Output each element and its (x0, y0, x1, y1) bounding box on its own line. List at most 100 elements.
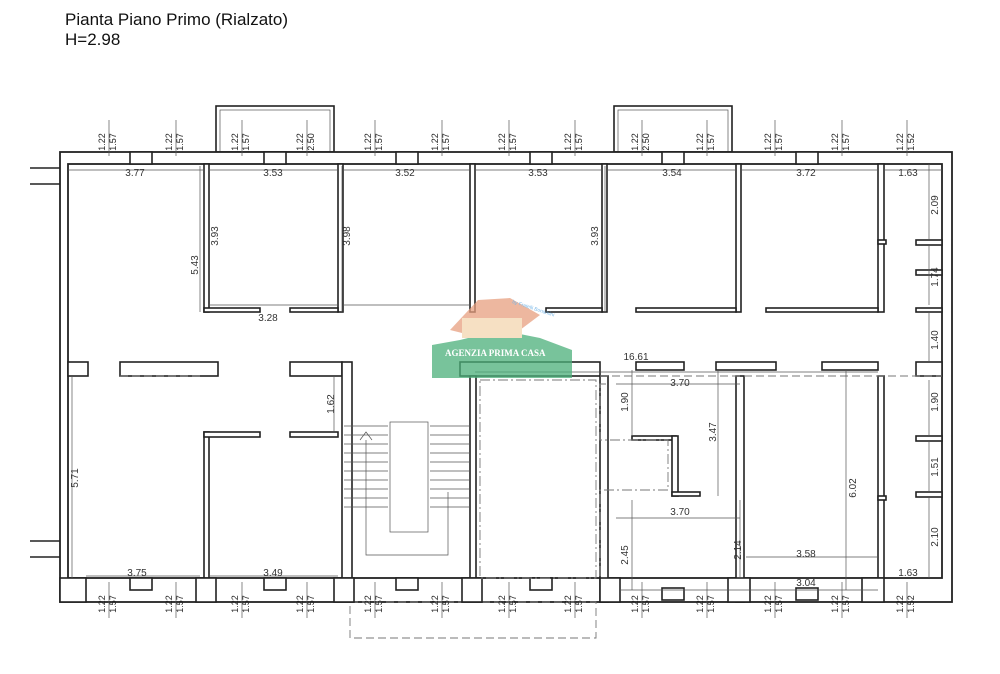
window-dimension-label: 2.50 (641, 133, 651, 151)
dimension-label: 1.40 (930, 330, 941, 350)
window-dimension-label: 1.22 (295, 595, 305, 613)
plan-name: Pianta Piano Primo (Rialzato) (65, 10, 288, 29)
window-dimension-label: 1.57 (241, 133, 251, 151)
wall-segment (661, 151, 685, 165)
dimension-label: 3.47 (708, 422, 719, 442)
dimension-label: 3.28 (258, 313, 278, 324)
window-dimension-label: 1.22 (230, 133, 240, 151)
wall-segment (915, 435, 943, 442)
dimension-label: 3.93 (590, 226, 601, 246)
wall-segment (671, 491, 701, 497)
wall-segment (635, 307, 737, 313)
window-dimension-label: 1.57 (574, 133, 584, 151)
dimension-label: 3.77 (125, 168, 145, 179)
dimension-label: 1.63 (898, 568, 918, 579)
wall-segment (469, 163, 476, 313)
window-dimension-label: 1.57 (441, 133, 451, 151)
wall-segment (661, 587, 685, 601)
window-dimension-label: 1.22 (97, 133, 107, 151)
wall-segment (203, 431, 210, 579)
dimension-label: 3.70 (670, 378, 690, 389)
balcony-left (215, 105, 335, 153)
window-dimension-label: 1.57 (175, 133, 185, 151)
dimension-label: 3.75 (127, 568, 147, 579)
window-dimension-label: 1.57 (374, 133, 384, 151)
wall-segment (877, 375, 885, 579)
dimension-label: 3.04 (796, 578, 816, 589)
wall-segment (877, 239, 887, 245)
window-dimension-label: 1.52 (906, 133, 916, 151)
dimension-lines (68, 164, 942, 591)
window-dimension-label: 1.57 (175, 595, 185, 613)
window-dimension-label: 1.57 (774, 595, 784, 613)
window-dimension-label: 1.22 (830, 133, 840, 151)
dimension-label: 2.10 (930, 527, 941, 547)
balcony-right (613, 105, 733, 153)
dimension-label: 5.71 (70, 468, 81, 488)
wall-segment (469, 375, 477, 579)
window-dimension-label: 1.22 (763, 133, 773, 151)
wall-segment (333, 577, 355, 603)
dimension-label: 3.52 (395, 168, 415, 179)
wall-segment (735, 163, 742, 313)
wall-segment (203, 307, 261, 313)
wall-segment (289, 307, 339, 313)
window-dimension-label: 1.57 (306, 595, 316, 613)
window-dimension-label: 1.57 (574, 595, 584, 613)
window-dimension-label: 1.22 (763, 595, 773, 613)
window-dimension-label: 1.22 (363, 595, 373, 613)
logo-brand: AGENZIA PRIMA CASA (445, 348, 546, 358)
window-dimension-label: 1.22 (295, 133, 305, 151)
window-dimension-label: 1.22 (830, 595, 840, 613)
dimension-label: 3.49 (263, 568, 283, 579)
dimension-label: 2.09 (930, 195, 941, 215)
wall-segment (341, 361, 353, 579)
entrance-outline (349, 601, 597, 639)
window-dimension-label: 1.22 (630, 595, 640, 613)
wall-segment (263, 577, 287, 591)
dimension-label: 3.93 (210, 226, 221, 246)
window-dimension-label: 1.57 (706, 133, 716, 151)
wall-segment (289, 361, 343, 377)
window-dimension-label: 1.22 (164, 595, 174, 613)
wall-segment (795, 151, 819, 165)
window-dimension-label: 1.22 (563, 133, 573, 151)
wall-segment (263, 151, 287, 165)
wall-segment (203, 431, 261, 438)
wall-segment (877, 495, 887, 501)
wall-segment (529, 151, 553, 165)
wall-segment (877, 163, 885, 313)
wall-segment (915, 491, 943, 498)
window-dimension-label: 1.57 (374, 595, 384, 613)
wall-segment (821, 361, 879, 371)
window-dimension-label: 1.22 (895, 133, 905, 151)
dimension-label: 1.90 (620, 392, 631, 412)
wall-segment (795, 587, 819, 601)
wall-segment (601, 163, 608, 313)
window-dimension-label: 1.57 (706, 595, 716, 613)
dimension-label: 3.72 (796, 168, 816, 179)
window-dimension-label: 1.52 (906, 595, 916, 613)
window-dimension-label: 2.50 (306, 133, 316, 151)
stair-well (389, 421, 429, 533)
wall-segment (59, 577, 87, 603)
window-dimension-label: 1.57 (441, 595, 451, 613)
window-dimension-label: 1.57 (108, 595, 118, 613)
window-dimension-label: 1.22 (895, 595, 905, 613)
window-dimension-label: 1.57 (108, 133, 118, 151)
wall-segment (529, 577, 553, 591)
dimension-label: 1.63 (898, 168, 918, 179)
wall-segment (337, 163, 344, 313)
dimension-label: 1.90 (930, 392, 941, 412)
wall-segment (289, 431, 339, 438)
window-dimension-label: 1.57 (508, 595, 518, 613)
wall-segment (599, 577, 621, 603)
window-dimension-label: 1.22 (164, 133, 174, 151)
window-dimension-label: 1.22 (695, 133, 705, 151)
wall-segment (915, 239, 943, 246)
staircase (344, 421, 470, 556)
window-dimension-label: 1.22 (430, 595, 440, 613)
wall-segment (671, 435, 679, 497)
dimension-label: 5.43 (190, 255, 201, 275)
